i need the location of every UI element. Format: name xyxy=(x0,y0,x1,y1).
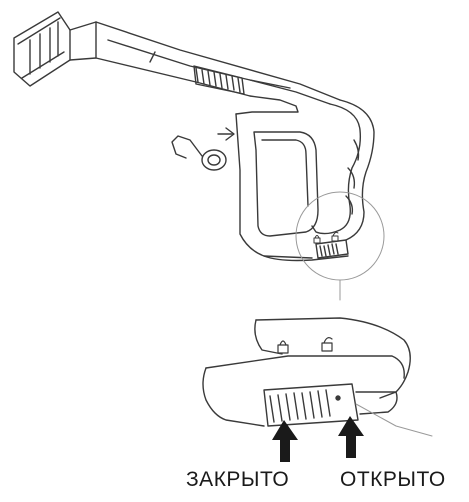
inlet-fitting xyxy=(171,135,227,171)
lock-closed-icon xyxy=(313,235,321,244)
nozzle-cap xyxy=(13,11,71,87)
lock-detail-drawing xyxy=(202,317,433,437)
lock-slider-large xyxy=(263,383,359,427)
gun-barrel xyxy=(69,21,341,105)
flow-arrow-icon xyxy=(217,127,235,141)
arrow-open xyxy=(338,416,364,458)
label-closed: ЗАКРЫТО xyxy=(186,468,290,491)
label-open: ОТКРЫТО xyxy=(340,468,446,491)
lock-slider-small xyxy=(315,239,349,259)
arrow-closed xyxy=(272,420,298,462)
detail-lock-closed-icon xyxy=(277,340,289,354)
vent-slots xyxy=(193,65,245,95)
lock-open-icon xyxy=(331,231,339,242)
magnifier-circle xyxy=(295,191,385,301)
detail-lock-open-icon xyxy=(321,337,333,352)
gun-handle xyxy=(171,95,375,262)
spray-gun-drawing xyxy=(13,11,385,301)
